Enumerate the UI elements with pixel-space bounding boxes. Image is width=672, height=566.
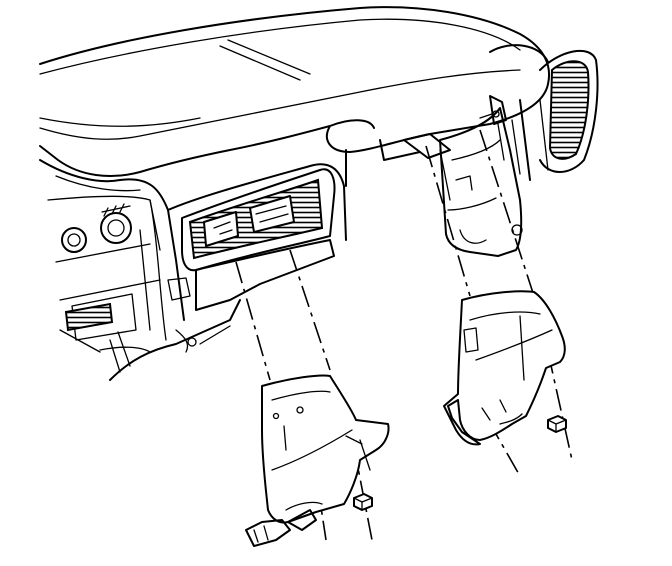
guide-line-7 <box>547 351 573 461</box>
control-knob-1 <box>61 227 87 253</box>
instrument-panel <box>39 6 550 381</box>
fastener-nut-left <box>353 493 373 511</box>
guide-line-3 <box>345 405 373 541</box>
mounting-bracket <box>403 95 523 257</box>
right-air-outlet <box>511 50 599 181</box>
guide-line-5 <box>425 145 471 297</box>
fastener-nut-right <box>547 415 567 433</box>
guide-line-2 <box>289 249 331 371</box>
guide-line-6 <box>479 129 535 297</box>
center-air-outlet <box>181 168 336 311</box>
right-knee-bolster-panel <box>443 290 566 446</box>
control-knob-2 <box>100 212 132 244</box>
guide-line-1 <box>235 261 271 381</box>
left-knee-bolster-panel <box>245 374 390 547</box>
